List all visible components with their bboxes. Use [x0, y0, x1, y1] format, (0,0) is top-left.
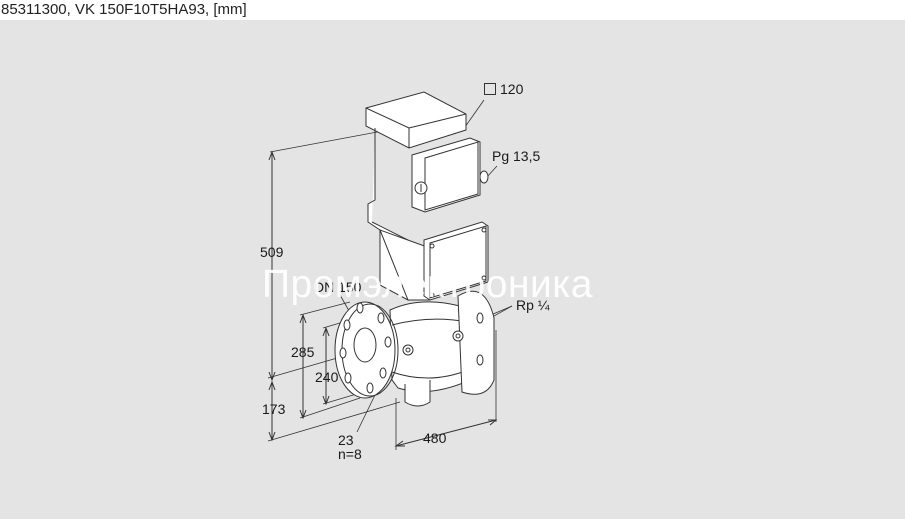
page-title: 85311300, VK 150F10T5HA93, [mm] — [1, 1, 247, 18]
label-test-port: Rp ¼ — [516, 297, 550, 313]
dimension-length-480 — [394, 330, 498, 450]
label-cable-gland: Pg 13,5 — [492, 148, 541, 164]
valve-drawing — [267, 91, 513, 450]
label-length: 480 — [423, 430, 447, 446]
drawing-canvas: 120 Pg 13,5 509 DN 150 Rp ¼ 285 240 173 … — [0, 20, 905, 519]
dimension-flange-285 — [299, 301, 361, 420]
label-axis-height: 173 — [262, 401, 286, 417]
label-bolt-hole: 23 — [338, 432, 354, 448]
leader-23 — [356, 394, 376, 433]
square-icon — [484, 83, 496, 95]
label-bolt-circle: 240 — [315, 369, 339, 385]
valve-body — [334, 91, 495, 407]
label-overall-height: 509 — [260, 244, 284, 260]
watermark: Промэлектроника — [262, 263, 593, 306]
label-square-120: 120 — [484, 81, 523, 97]
label-bolt-count: n=8 — [338, 446, 362, 462]
leader-120 — [464, 99, 485, 128]
label-flange-outer: 285 — [291, 344, 315, 360]
label-nominal-diameter: DN 150 — [314, 279, 362, 295]
title-bar: 85311300, VK 150F10T5HA93, [mm] — [0, 0, 905, 20]
